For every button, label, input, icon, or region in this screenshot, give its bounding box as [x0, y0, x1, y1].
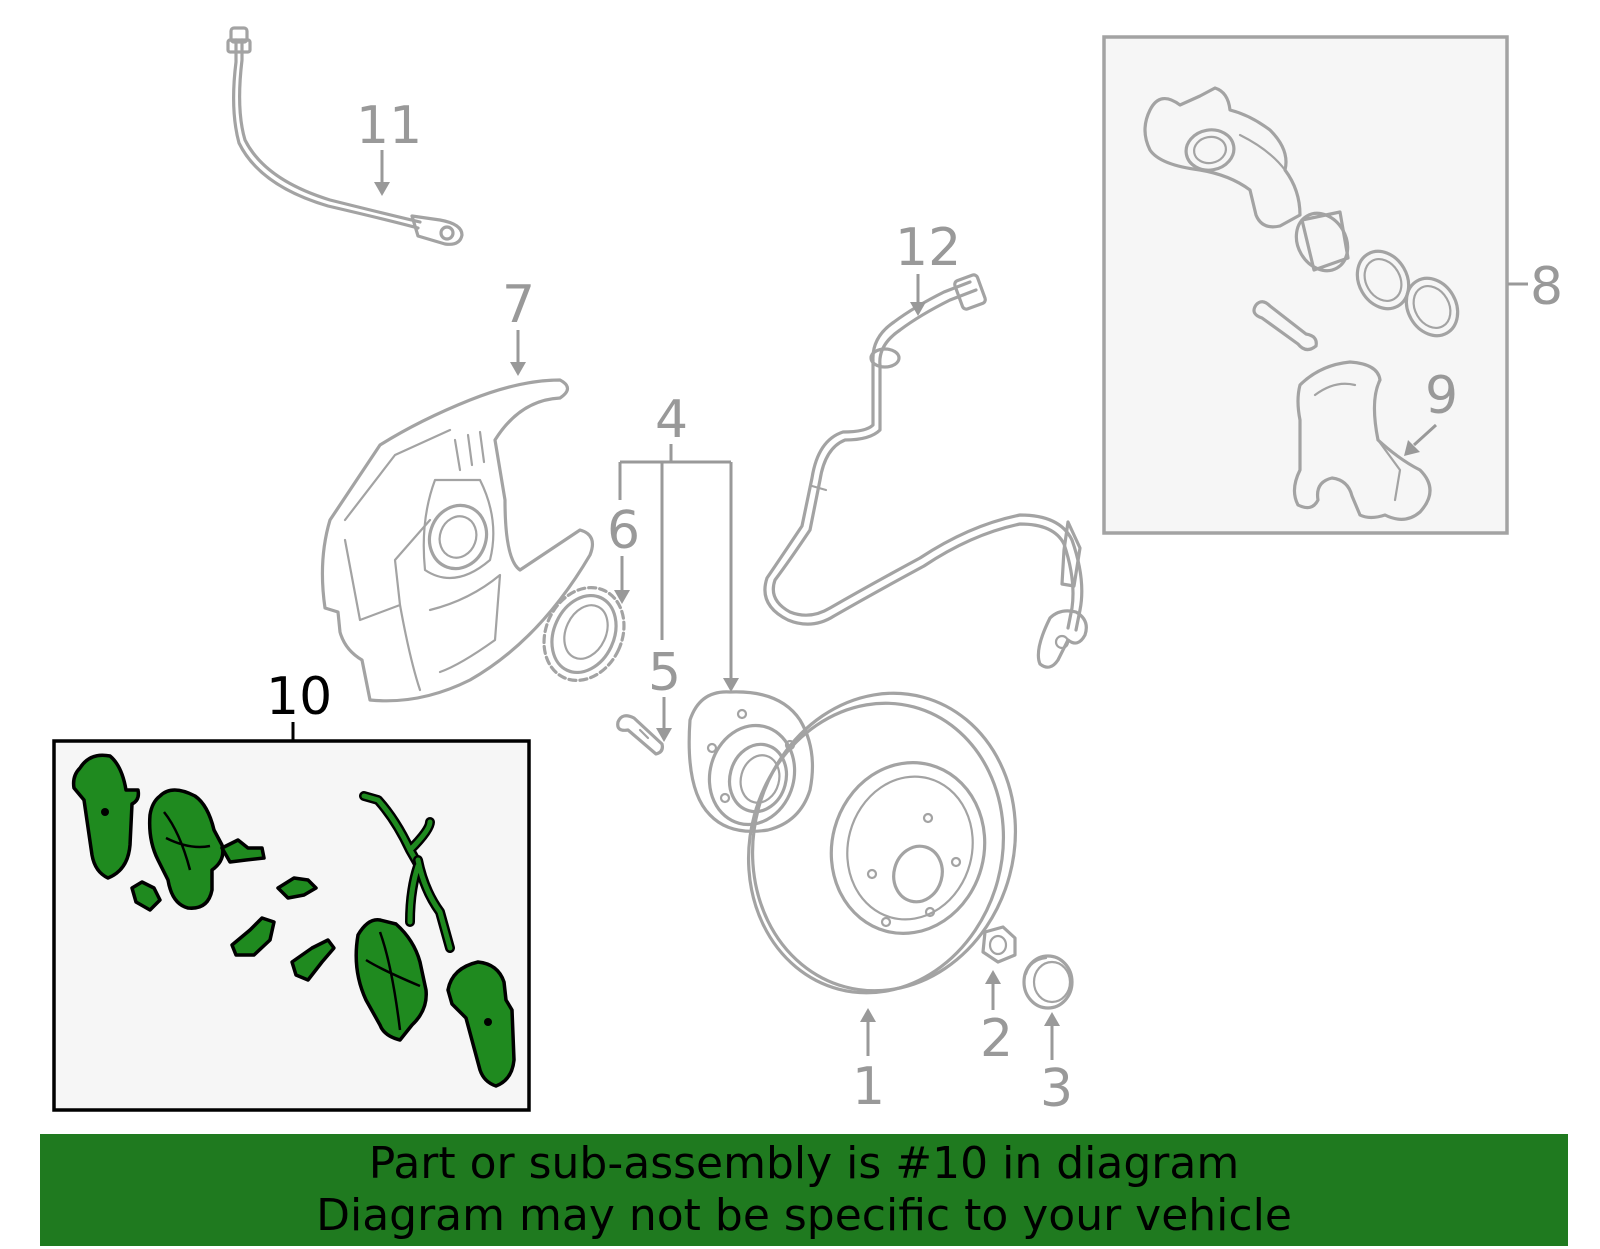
- callout-11: 11: [356, 96, 422, 196]
- part-2-nut[interactable]: [981, 925, 1017, 964]
- part-12-abs-sensor[interactable]: [763, 273, 1088, 669]
- svg-text:2: 2: [980, 1009, 1013, 1069]
- svg-text:5: 5: [648, 643, 681, 703]
- part-8-caliper[interactable]: [1143, 86, 1468, 352]
- callout-2: 2: [980, 970, 1013, 1069]
- callout-6: 6: [607, 501, 640, 604]
- callout-7: 7: [502, 275, 535, 376]
- svg-text:6: 6: [607, 501, 640, 561]
- svg-text:11: 11: [356, 96, 422, 156]
- svg-text:1: 1: [852, 1057, 885, 1117]
- callout-8: 8: [1508, 257, 1563, 317]
- svg-text:3: 3: [1040, 1059, 1073, 1119]
- svg-text:12: 12: [895, 218, 961, 278]
- svg-text:10: 10: [266, 667, 332, 727]
- svg-text:4: 4: [655, 390, 688, 450]
- part-6-tone-ring[interactable]: [529, 574, 638, 693]
- part-3-hub-cap[interactable]: [1022, 954, 1074, 1010]
- banner-line-1: Part or sub-assembly is #10 in diagram: [368, 1138, 1240, 1189]
- callout-9: 9: [1404, 366, 1458, 456]
- callout-5: 5: [648, 643, 681, 742]
- part-1-rotor[interactable]: [717, 663, 1049, 1021]
- callout-4: 4: [618, 390, 739, 692]
- callout-12: 12: [895, 218, 961, 316]
- part-4-hub-bearing[interactable]: [687, 690, 815, 834]
- part-10-brake-pads[interactable]: [71, 753, 516, 1088]
- svg-text:8: 8: [1530, 257, 1563, 317]
- banner-line-2: Diagram may not be specific to your vehi…: [316, 1190, 1292, 1241]
- part-7-splash-shield[interactable]: [320, 378, 594, 703]
- callout-10: 10: [266, 667, 332, 741]
- caliper-kit-box: [1102, 35, 1509, 535]
- callout-1: 1: [852, 1008, 885, 1117]
- svg-text:7: 7: [502, 275, 535, 335]
- callout-3: 3: [1040, 1012, 1073, 1119]
- part-5-bolt[interactable]: [616, 714, 664, 756]
- notice-banner: Part or sub-assembly is #10 in diagram D…: [40, 1134, 1568, 1246]
- svg-text:9: 9: [1425, 366, 1458, 426]
- part-9-caliper-bracket[interactable]: [1292, 360, 1432, 521]
- part-11-brake-hose[interactable]: [226, 26, 464, 246]
